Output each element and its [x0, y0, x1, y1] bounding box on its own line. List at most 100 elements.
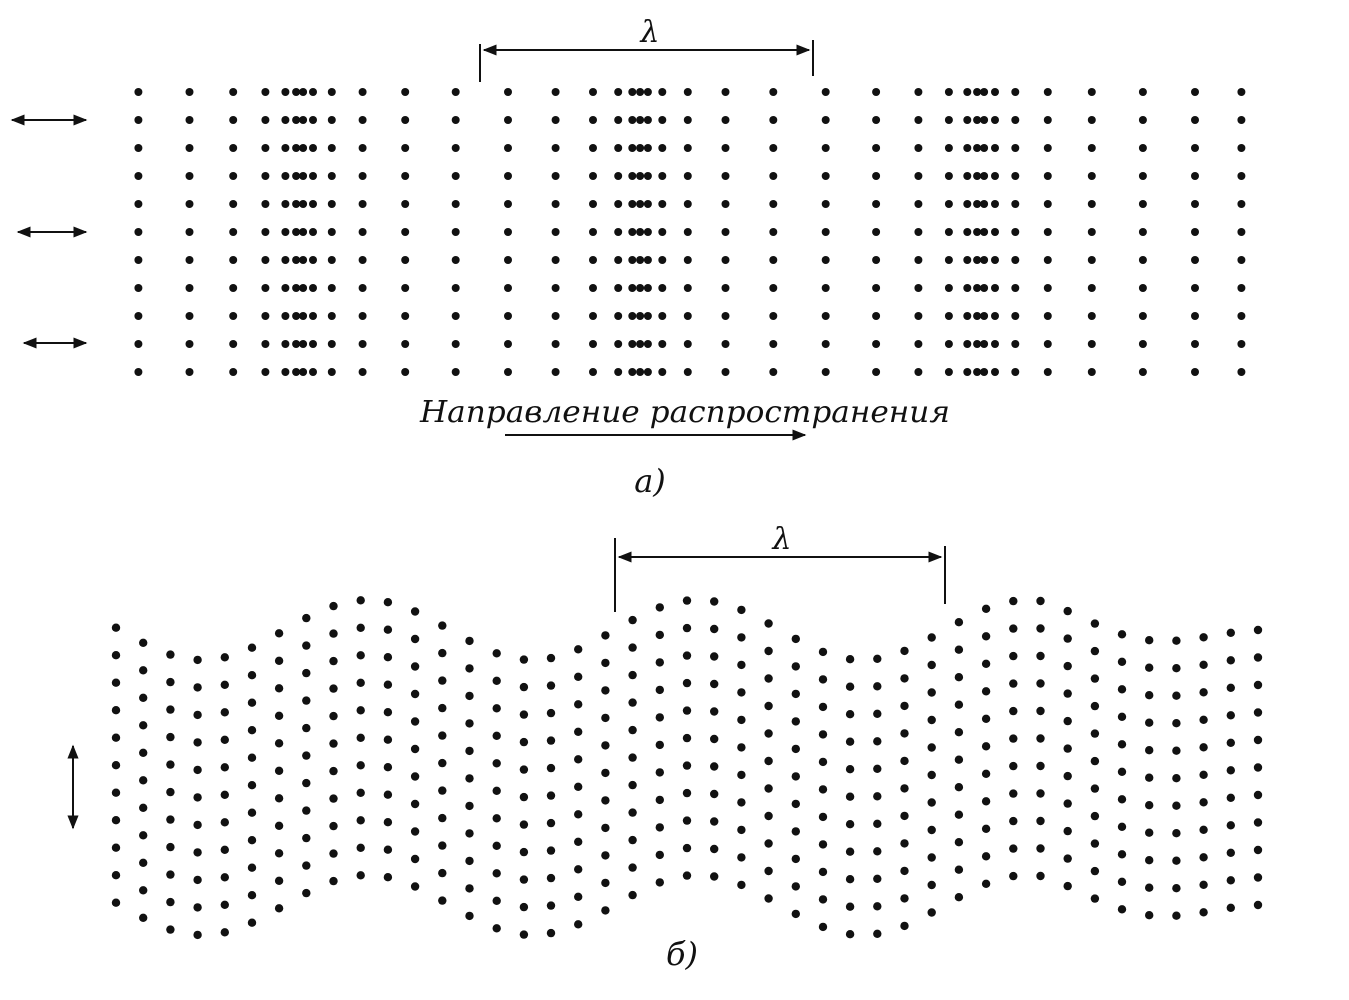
- particle: [166, 705, 175, 714]
- particle: [134, 88, 143, 96]
- particle: [927, 825, 936, 835]
- particle: [185, 312, 194, 320]
- particle: [574, 837, 583, 846]
- particle: [721, 116, 730, 124]
- particle: [1253, 818, 1263, 827]
- particle: [643, 284, 652, 292]
- particle: [329, 711, 338, 721]
- particle: [682, 596, 692, 605]
- particle: [111, 788, 121, 797]
- particle: [1138, 284, 1147, 292]
- particle: [628, 172, 637, 180]
- particle: [281, 88, 290, 96]
- particle: [636, 88, 645, 96]
- particle: [655, 740, 664, 750]
- particle: [327, 284, 336, 292]
- particle: [927, 880, 936, 890]
- particle: [551, 172, 560, 180]
- particle: [737, 660, 746, 670]
- particle: [914, 368, 923, 376]
- wavelength-label-a: λ: [639, 15, 659, 50]
- particle: [636, 368, 645, 376]
- particle: [614, 144, 623, 152]
- particle: [519, 820, 529, 829]
- particle: [519, 682, 529, 692]
- particle: [991, 256, 999, 264]
- particle: [973, 284, 982, 292]
- particle: [1253, 873, 1263, 882]
- particle: [764, 811, 773, 821]
- particle: [193, 738, 202, 747]
- particle: [683, 172, 692, 180]
- particle: [764, 701, 773, 711]
- particle: [1009, 651, 1018, 661]
- particle: [927, 743, 936, 752]
- particle: [991, 340, 999, 348]
- particle: [818, 675, 828, 684]
- particle: [1138, 312, 1147, 320]
- particle: [818, 840, 828, 849]
- particle: [401, 88, 410, 96]
- particle: [944, 144, 953, 152]
- particle: [134, 312, 143, 320]
- particle: [655, 713, 664, 722]
- particle: [683, 256, 692, 264]
- particle: [963, 172, 972, 180]
- particle: [574, 865, 583, 874]
- particle: [261, 256, 270, 264]
- particle: [139, 721, 148, 730]
- particle: [614, 228, 623, 236]
- particle: [1011, 228, 1020, 236]
- particle: [358, 88, 367, 96]
- particle: [764, 784, 773, 793]
- particle: [821, 312, 830, 320]
- particle: [1253, 680, 1263, 690]
- particle: [601, 768, 610, 778]
- particle: [845, 792, 855, 801]
- particle: [954, 810, 964, 819]
- particle: [247, 781, 257, 790]
- particle: [1063, 881, 1072, 891]
- particle: [551, 340, 560, 348]
- particle: [628, 698, 637, 707]
- particle: [944, 88, 953, 96]
- particle: [229, 144, 238, 152]
- particle: [358, 312, 367, 320]
- particle: [818, 922, 828, 932]
- particle: [401, 256, 410, 264]
- particle: [1036, 706, 1045, 716]
- particle: [873, 737, 882, 746]
- particle: [963, 228, 972, 236]
- particle: [1199, 633, 1208, 642]
- particle: [465, 774, 474, 783]
- particle: [1117, 795, 1127, 804]
- particle: [302, 613, 311, 623]
- particle: [872, 88, 881, 96]
- particle: [1237, 116, 1246, 124]
- particle: [721, 228, 730, 236]
- wavelength-bracket-b: λ: [614, 522, 946, 612]
- particle: [737, 853, 746, 862]
- particle: [872, 284, 881, 292]
- particle: [356, 816, 365, 825]
- particle: [299, 228, 308, 236]
- particle: [299, 340, 308, 348]
- particle: [589, 88, 597, 96]
- particle: [1036, 871, 1045, 881]
- particle: [492, 869, 501, 878]
- particle: [614, 116, 623, 124]
- particle: [356, 843, 365, 852]
- particle: [185, 116, 194, 124]
- particle: [465, 801, 474, 811]
- particle: [589, 340, 597, 348]
- particle: [643, 144, 652, 152]
- particle: [274, 656, 284, 665]
- particle: [1087, 340, 1096, 348]
- particle: [229, 200, 238, 208]
- particle: [274, 821, 284, 830]
- particle: [927, 715, 936, 725]
- particle: [438, 731, 447, 740]
- particle: [1117, 877, 1127, 886]
- particle: [292, 368, 301, 376]
- particle: [1253, 763, 1263, 772]
